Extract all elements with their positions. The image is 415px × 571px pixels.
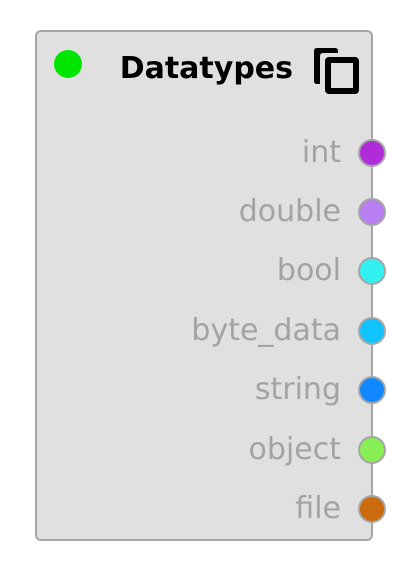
copy-icon[interactable] <box>311 44 365 96</box>
port-label: int <box>301 135 341 170</box>
port-label: bool <box>276 253 341 288</box>
port-connector-double[interactable] <box>358 198 386 226</box>
port-connector-byte-data[interactable] <box>358 317 386 345</box>
status-indicator <box>54 50 82 78</box>
port-connector-file[interactable] <box>358 495 386 523</box>
port-row-int: int <box>71 133 386 173</box>
port-connector-object[interactable] <box>358 436 386 464</box>
port-row-byte-data: byte_data <box>71 311 386 351</box>
node-title: Datatypes <box>119 51 293 86</box>
port-label: string <box>254 372 341 407</box>
port-label: byte_data <box>191 313 341 348</box>
port-connector-string[interactable] <box>358 376 386 404</box>
port-label: double <box>238 194 341 229</box>
port-row-object: object <box>71 430 386 470</box>
port-label: object <box>248 432 341 467</box>
port-row-file: file <box>71 489 386 529</box>
port-row-bool: bool <box>71 251 386 291</box>
port-connector-int[interactable] <box>358 139 386 167</box>
port-label: file <box>295 491 341 526</box>
port-row-double: double <box>71 192 386 232</box>
port-connector-bool[interactable] <box>358 257 386 285</box>
port-row-string: string <box>71 370 386 410</box>
